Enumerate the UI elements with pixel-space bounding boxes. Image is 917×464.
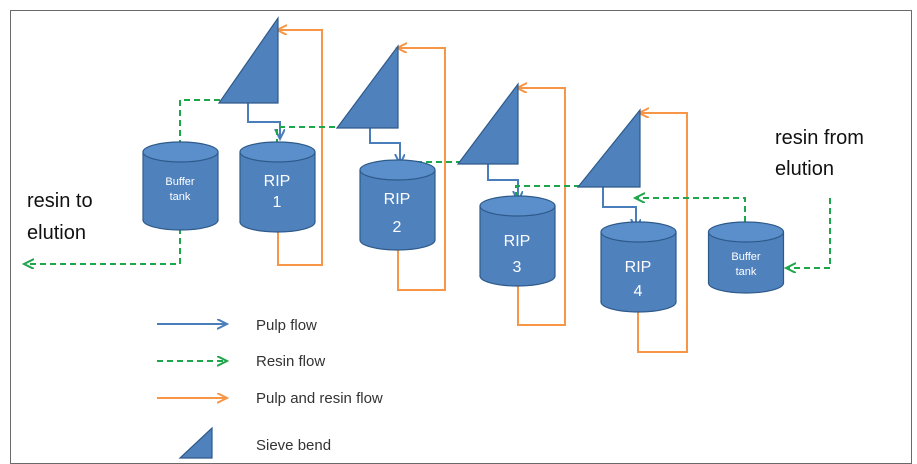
- rip-tank-4: RIP 4: [600, 221, 677, 313]
- rip1-label-1: RIP: [264, 173, 291, 190]
- buffer-tank-left-label-1: Buffer: [165, 176, 194, 188]
- buffer-tank-right-label-2: tank: [736, 266, 757, 278]
- legend-pulp-flow-label: Pulp flow: [256, 317, 317, 334]
- pulp-resin-loop-4: [637, 113, 688, 353]
- rip3-label-1: RIP: [504, 233, 531, 250]
- rip-tank-3: RIP 3: [479, 195, 556, 287]
- legend-pulp-resin-flow-label: Pulp and resin flow: [256, 390, 383, 407]
- rip4-label-2: 4: [634, 283, 643, 300]
- resin-to-elution-label-2: elution: [27, 222, 86, 244]
- rip-tank-1: RIP 1: [239, 141, 316, 233]
- rip2-label-2: 2: [393, 219, 402, 236]
- resin-flow-to-elution: [25, 228, 181, 264]
- sieve-bend-1: [217, 16, 279, 104]
- resin-flow-from-buffer-right: [636, 198, 746, 222]
- rip3-label-2: 3: [513, 259, 522, 276]
- legend: Pulp flow Resin flow Pulp and resin flow…: [157, 317, 383, 459]
- rip2-label-1: RIP: [384, 191, 411, 208]
- sieve-bend-3: [456, 82, 519, 165]
- rip1-label-2: 1: [273, 194, 282, 211]
- resin-flow-to-buffer: [180, 99, 220, 172]
- resin-flow-to-buffer-right: [787, 198, 831, 268]
- legend-sieve-bend-icon: [178, 426, 213, 459]
- pulp-flow-1: [247, 103, 280, 138]
- pulp-resin-loop-2: [398, 48, 446, 291]
- pulp-flow-3: [487, 164, 518, 200]
- resin-from-elution-label-1: resin from: [775, 127, 864, 149]
- buffer-tank-left-label-2: tank: [170, 191, 191, 203]
- pulp-resin-loop-3: [518, 88, 566, 326]
- resin-flow-to-rip1: [277, 126, 345, 172]
- pulp-flow-2: [369, 128, 400, 163]
- rip-tank-2: RIP 2: [359, 159, 436, 251]
- resin-to-elution-label-1: resin to: [27, 190, 93, 212]
- rip4-label-1: RIP: [625, 259, 652, 276]
- buffer-tank-left: Buffer tank: [142, 141, 219, 231]
- resin-from-elution-label-2: elution: [775, 158, 834, 180]
- buffer-tank-right: Buffer tank: [707, 221, 785, 294]
- legend-sieve-bend-label: Sieve bend: [256, 437, 331, 454]
- buffer-tank-right-label-1: Buffer: [731, 251, 760, 263]
- sieve-bend-4: [576, 108, 641, 188]
- legend-resin-flow-label: Resin flow: [256, 353, 325, 370]
- pulp-resin-loop-1: [278, 30, 323, 266]
- sieve-bend-2: [335, 44, 399, 129]
- pulp-flow-4: [602, 187, 636, 228]
